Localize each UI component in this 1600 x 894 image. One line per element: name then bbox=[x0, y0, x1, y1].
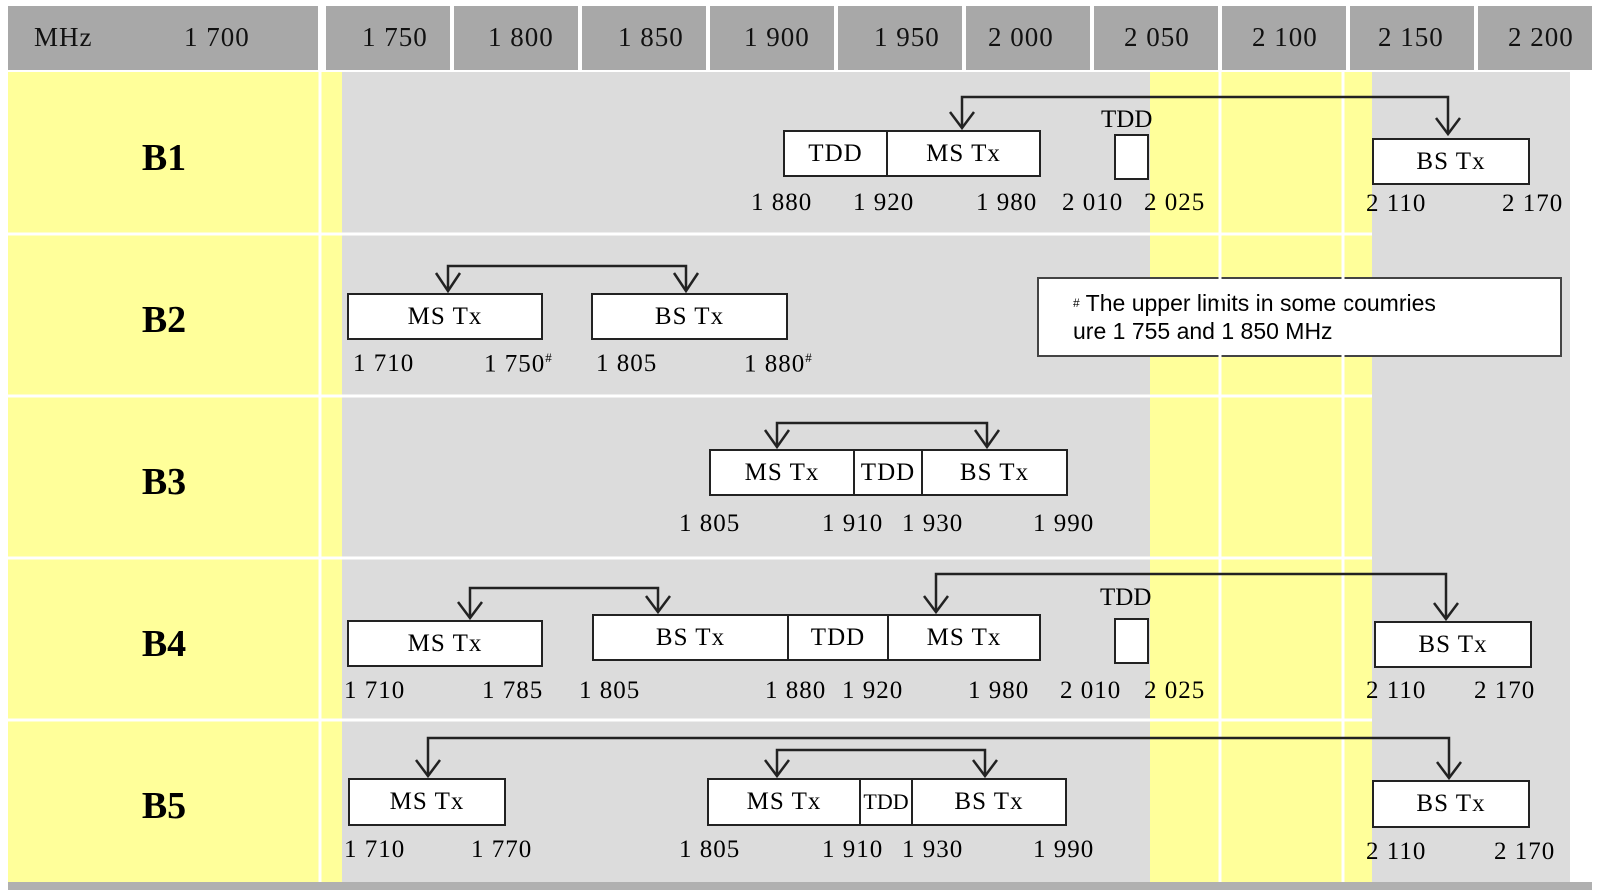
header-cell bbox=[1094, 6, 1218, 70]
header-cell-unit bbox=[8, 6, 318, 70]
bottom-border bbox=[8, 882, 1592, 890]
b1-tdd-box: TDD bbox=[783, 130, 888, 177]
header-tick: 2 000 bbox=[988, 22, 1054, 52]
b4-freq: 2 025 bbox=[1144, 677, 1206, 704]
b4-freq: 2 110 bbox=[1366, 677, 1427, 704]
b2-freq: 1 880# bbox=[744, 350, 813, 378]
b4-freq: 2 170 bbox=[1474, 677, 1536, 704]
b4-ms-tx-box-2: MS Tx bbox=[887, 614, 1041, 661]
band-label-b2: B2 bbox=[141, 299, 187, 341]
band-label-b5: B5 bbox=[141, 785, 187, 827]
b4-freq: 2 010 bbox=[1060, 677, 1122, 704]
b4-tdd-small-box bbox=[1114, 618, 1149, 664]
header-unit: MHz bbox=[34, 22, 93, 52]
b4-tdd-box: TDD bbox=[787, 614, 889, 661]
b4-freq: 1 785 bbox=[482, 677, 544, 704]
header-tick: 2 100 bbox=[1252, 22, 1318, 52]
b5-bs-tx-box-1: BS Tx bbox=[911, 778, 1067, 826]
b4-bs-tx-box-1: BS Tx bbox=[592, 614, 789, 661]
header-cell bbox=[1478, 6, 1592, 70]
b4-freq: 1 805 bbox=[579, 677, 641, 704]
b5-freq: 1 930 bbox=[902, 836, 964, 863]
footnote-line-2: ure 1 755 and 1 850 MHz bbox=[1073, 318, 1333, 344]
b5-freq: 2 170 bbox=[1494, 838, 1556, 865]
b1-freq: 2 110 bbox=[1366, 190, 1427, 217]
b3-freq: 1 910 bbox=[822, 510, 884, 537]
b5-freq: 1 770 bbox=[471, 836, 533, 863]
b1-freq: 1 920 bbox=[853, 189, 915, 216]
b5-tdd-box: TDD bbox=[859, 778, 913, 826]
b2-freq: 1 710 bbox=[353, 350, 415, 377]
b1-freq: 2 010 bbox=[1062, 189, 1124, 216]
b2-freq: 1 805 bbox=[596, 350, 658, 377]
band-label-b4: B4 bbox=[141, 623, 187, 665]
b2-ms-tx-box: MS Tx bbox=[347, 293, 543, 340]
b4-ms-tx-box-1: MS Tx bbox=[347, 620, 543, 667]
b1-freq: 1 880 bbox=[751, 189, 813, 216]
header-cell bbox=[582, 6, 706, 70]
header-tick: 1 700 bbox=[184, 22, 250, 52]
header-tick: 1 750 bbox=[362, 22, 428, 52]
b5-freq: 1 910 bbox=[822, 836, 884, 863]
header-tick: 2 050 bbox=[1124, 22, 1190, 52]
b3-tdd-box: TDD bbox=[853, 449, 923, 496]
b4-freq: 1 920 bbox=[842, 677, 904, 704]
b1-tdd-small-box bbox=[1114, 134, 1149, 180]
header-cell bbox=[838, 6, 962, 70]
footnote-line-1: The upper limits in some coumries bbox=[1085, 290, 1436, 316]
footnote-box: # The upper limits in some coumries ure … bbox=[1037, 277, 1562, 357]
b5-bs-tx-box-2: BS Tx bbox=[1372, 780, 1530, 828]
header-cell bbox=[710, 6, 834, 70]
yellow-strip-left bbox=[320, 72, 342, 882]
header-cell bbox=[1350, 6, 1474, 70]
b5-ms-tx-box-2: MS Tx bbox=[707, 778, 861, 826]
yellow-label-column bbox=[8, 72, 320, 882]
band-label-b3: B3 bbox=[141, 461, 187, 503]
b3-bs-tx-box: BS Tx bbox=[921, 449, 1068, 496]
b2-bs-tx-box: BS Tx bbox=[591, 293, 788, 340]
b5-freq: 1 990 bbox=[1033, 836, 1095, 863]
b1-freq: 1 980 bbox=[976, 189, 1038, 216]
header-cell bbox=[454, 6, 578, 70]
b1-tdd-label: TDD bbox=[1101, 106, 1153, 133]
b2-footnote-mark: # bbox=[545, 350, 553, 365]
b3-freq: 1 805 bbox=[679, 510, 741, 537]
header-cell bbox=[966, 6, 1090, 70]
b2-freq: 1 750# bbox=[484, 350, 553, 378]
header-tick: 1 800 bbox=[488, 22, 554, 52]
header-tick: 1 950 bbox=[874, 22, 940, 52]
b2-footnote-mark: # bbox=[805, 350, 813, 365]
header-cell bbox=[326, 6, 450, 70]
b4-freq: 1 880 bbox=[765, 677, 827, 704]
b3-freq: 1 990 bbox=[1033, 510, 1095, 537]
b5-freq: 1 805 bbox=[679, 836, 741, 863]
b2-freq-value: 1 750 bbox=[484, 350, 546, 378]
b2-freq-value: 1 880 bbox=[744, 350, 806, 378]
b4-freq: 1 710 bbox=[344, 677, 406, 704]
header-tick: 2 200 bbox=[1508, 22, 1574, 52]
b5-freq: 1 710 bbox=[344, 836, 406, 863]
b3-freq: 1 930 bbox=[902, 510, 964, 537]
b1-freq: 2 170 bbox=[1502, 190, 1564, 217]
b5-ms-tx-box-1: MS Tx bbox=[348, 778, 506, 826]
header-tick: 2 150 bbox=[1378, 22, 1444, 52]
header-cell bbox=[1222, 6, 1346, 70]
footnote-mark: # bbox=[1073, 296, 1080, 310]
band-label-b1: B1 bbox=[141, 137, 187, 179]
b4-freq: 1 980 bbox=[968, 677, 1030, 704]
b3-ms-tx-box: MS Tx bbox=[709, 449, 855, 496]
header-tick: 1 900 bbox=[744, 22, 810, 52]
b1-freq: 2 025 bbox=[1144, 189, 1206, 216]
b1-ms-tx-box: MS Tx bbox=[886, 130, 1041, 177]
b4-bs-tx-box-2: BS Tx bbox=[1374, 621, 1532, 668]
b5-freq: 2 110 bbox=[1366, 838, 1427, 865]
b4-tdd-label: TDD bbox=[1100, 584, 1152, 611]
b1-bs-tx-box: BS Tx bbox=[1372, 138, 1530, 185]
header-tick: 1 850 bbox=[618, 22, 684, 52]
